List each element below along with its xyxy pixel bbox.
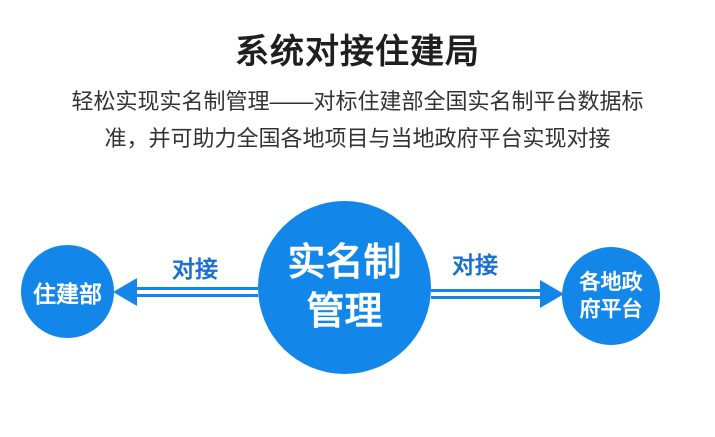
connector-left-label: 对接 xyxy=(172,257,218,282)
subtitle: 轻松实现实名制管理——对标住建部全国实名制平台数据标 准，并可助力全国各地项目与… xyxy=(13,83,703,157)
right-arrow-shaft xyxy=(431,289,543,299)
node-realname-management-line-1: 实名制 xyxy=(287,241,402,284)
page-title: 系统对接住建局 xyxy=(235,33,480,71)
node-housing-ministry-label: 住建部 xyxy=(33,281,102,307)
subtitle-line-1: 轻松实现实名制管理——对标住建部全国实名制平台数据标 xyxy=(71,89,644,114)
node-realname-management-line-2: 管理 xyxy=(306,290,383,333)
connector-right-label: 对接 xyxy=(452,253,498,278)
node-local-gov-platforms-line-1: 各地政 xyxy=(579,269,643,294)
node-realname-management: 实名制 管理 xyxy=(258,201,431,374)
left-arrow-icon xyxy=(113,278,137,306)
left-arrow-shaft xyxy=(134,287,258,297)
node-local-gov-platforms: 各地政 府平台 xyxy=(562,247,660,345)
right-arrow-icon xyxy=(540,280,564,308)
node-housing-ministry: 住建部 xyxy=(21,245,114,338)
node-local-gov-platforms-line-2: 府平台 xyxy=(579,297,643,321)
subtitle-line-2: 准，并可助力全国各地项目与当地政府平台实现对接 xyxy=(104,126,611,151)
